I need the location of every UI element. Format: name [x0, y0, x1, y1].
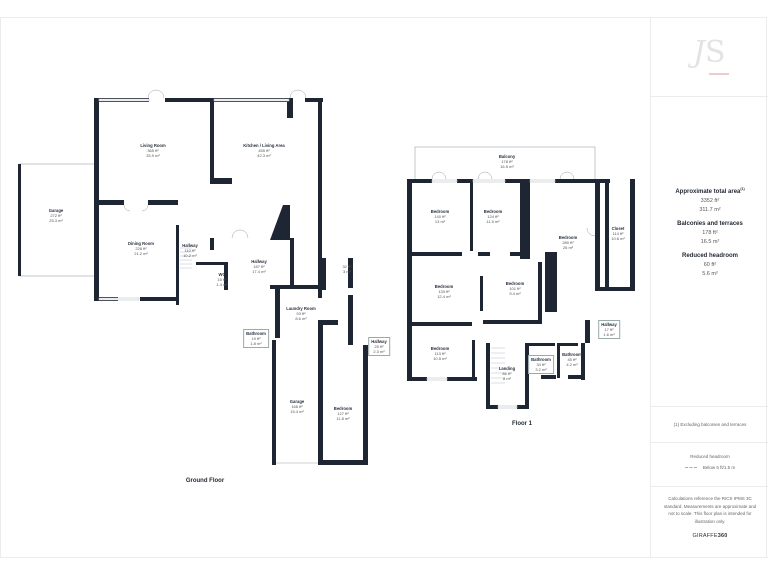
room-hallway-stairs: Hallway 110 ft² 10.2 m²	[182, 243, 198, 258]
giraffe360-brand: GIRAFFE360	[692, 533, 728, 539]
room-living-room: Living Room 365 ft² 33.9 m²	[140, 143, 166, 158]
total-area-title: Approximate total area(1)	[675, 187, 745, 195]
room-dining-room: Dining Room 228 ft² 21.2 m²	[127, 241, 155, 256]
legend-section: Reduced headroom Below 5 ft/1.5 m	[651, 443, 768, 487]
ground-floor-title: Ground Floor	[185, 478, 225, 484]
room-laundry-room: Laundry Room 93 ft² 8.6 m²	[286, 306, 316, 321]
room-bedroom-3: Bedroom 133 ft² 12.4 m²	[434, 284, 454, 299]
room-bedroom-5: Bedroom 113 ft² 10.5 m²	[430, 346, 450, 361]
balconies-title: Balconies and terraces	[677, 221, 743, 227]
footnote: (1) Excluding balconies and terraces	[673, 422, 747, 427]
room-bathroom-ground: Bathroom 19 ft² 1.8 m²	[243, 329, 269, 348]
footnote-section: (1) Excluding balconies and terraces	[651, 407, 768, 443]
room-bedroom-ground: Bedroom 127 ft² 11.8 m²	[333, 406, 353, 421]
area-summary: Approximate total area(1) 3352 ft² 311.7…	[651, 97, 768, 407]
room-hallway-side: Hallway 25 ft² 2.3 m²	[368, 337, 390, 356]
room-bathroom-1: Bathroom 34 ft² 3.2 m²	[528, 355, 554, 374]
total-area-ft: 3352 ft²	[700, 198, 720, 204]
reduced-headroom-m: 5.6 m²	[702, 271, 718, 277]
total-area-m: 311.7 m²	[699, 207, 721, 213]
room-hallway-floor1: Hallway 17 ft² 1.6 m²	[598, 320, 620, 339]
room-hallway-main: Hallway 187 ft² 17.4 m²	[251, 259, 267, 274]
legend-title: Reduced headroom	[690, 454, 730, 459]
room-wc: WC 15 ft² 1.4 m²	[216, 272, 228, 287]
brand-logo-icon: J S	[689, 35, 729, 75]
legend-item: Below 5 ft/1.5 m	[651, 464, 768, 472]
floorplan-drawing	[18, 89, 635, 465]
room-bedroom-master: Bedroom 280 ft² 26 m²	[558, 235, 578, 250]
plan-frame	[0, 17, 767, 558]
disclaimer-text: Calculations reference the RICS IPMS 3C …	[663, 496, 757, 524]
room-bedroom-1: Bedroom 140 ft² 13 m²	[430, 209, 450, 224]
balconies-m: 16.5 m²	[700, 239, 720, 245]
room-garage-lower: Garage 166 ft² 15.4 m²	[289, 399, 305, 414]
room-bathroom-2: Bathroom 45 ft² 4.2 m²	[562, 352, 582, 367]
dashed-line-icon	[684, 466, 697, 468]
room-bedroom-4: Bedroom 101 ft² 9.4 m²	[505, 281, 525, 296]
floorplan-canvas: Living Room 365 ft² 33.9 m² Kitchen / Li…	[18, 89, 635, 484]
room-kitchen-living-area: Kitchen / Living Area 455 ft² 42.3 m²	[243, 143, 285, 158]
logo-section: J S	[651, 17, 768, 97]
floor-1-title: Floor 1	[511, 421, 533, 427]
room-unnamed-small: 32 ft² 3 m²	[342, 264, 352, 274]
balconies-ft: 178 ft²	[702, 230, 718, 236]
room-bedroom-2: Bedroom 124 ft² 11.5 m²	[483, 209, 503, 224]
info-panel: J S Approximate total area(1) 3352 ft² 3…	[650, 17, 768, 558]
room-balcony: Balcony 178 ft² 16.5 m²	[498, 154, 516, 169]
room-landing: Landing 86 ft² 8 m²	[498, 366, 516, 381]
reduced-headroom-ft: 60 ft²	[703, 262, 717, 268]
room-garage-main: Garage 272 ft² 25.3 m²	[48, 208, 64, 223]
reduced-headroom-title: Reduced headroom	[681, 253, 738, 259]
disclaimer-section: Calculations reference the RICS IPMS 3C …	[651, 487, 768, 558]
room-closet: Closet 114 ft² 10.6 m²	[611, 226, 625, 241]
